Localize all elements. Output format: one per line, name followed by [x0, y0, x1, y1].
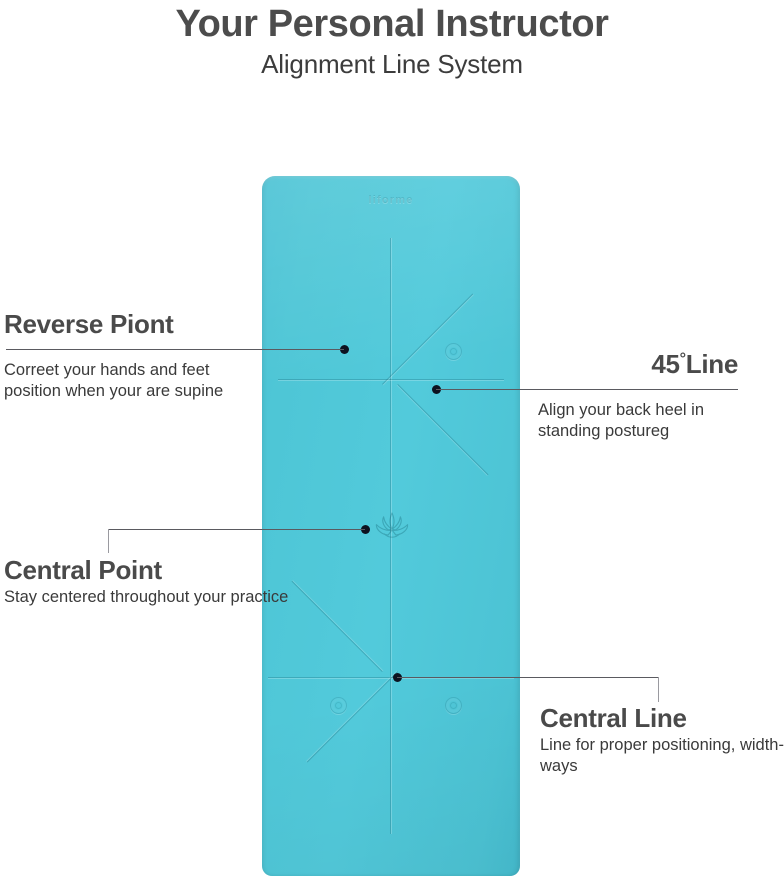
callout-reverse-point: Reverse Piont [4, 309, 254, 339]
callout-body-reverse-point: Correet your hands and feet position whe… [4, 361, 224, 400]
alignment-line-45-upper-right [397, 384, 489, 476]
alignment-line-45-lower-left [291, 580, 383, 672]
alignment-line-45-lower-right [306, 671, 398, 763]
alignment-ring-marker-lower-right [445, 697, 462, 714]
alignment-ring-marker-lower-left [330, 697, 347, 714]
leader-line-central-line [397, 677, 658, 678]
brand-watermark: liforme [368, 194, 414, 206]
page-title: Your Personal Instructor [175, 3, 609, 45]
alignment-line-vertical [390, 238, 391, 834]
callout-dot-central-point [360, 524, 370, 534]
callout-body-central-line: Line for proper positioning, width-ways [540, 736, 784, 775]
alignment-line-45-upper-left [382, 293, 474, 385]
alignment-line-horizontal-upper [278, 379, 504, 380]
callout-heading-45-line: 45°Line [488, 349, 738, 379]
callout-dot-reverse-point [339, 344, 349, 354]
leader-elbow-central-line [658, 677, 659, 702]
header: Your Personal Instructor Alignment Line … [0, 0, 784, 79]
leader-line-central-point [108, 529, 365, 530]
page-subtitle: Alignment Line System [261, 49, 523, 79]
leader-elbow-central-point [108, 529, 109, 553]
callout-body-wrap-45-line: Align your back heel in standing posture… [538, 397, 764, 442]
callout-heading-45-number: 45 [651, 349, 680, 379]
callout-central-line: Central Line Line for proper positioning… [540, 703, 784, 777]
callout-body-45-line: Align your back heel in standing posture… [538, 401, 705, 440]
lotus-icon [375, 512, 409, 538]
callout-heading-45-word: Line [685, 349, 739, 379]
degree-symbol-icon: ° [679, 350, 686, 368]
callout-body-wrap-reverse-point: Correet your hands and feet position whe… [4, 357, 244, 402]
alignment-line-central-horizontal [268, 677, 514, 678]
leader-line-45-line [436, 389, 738, 390]
callout-body-central-point: Stay centered throughout your practice [4, 588, 289, 606]
alignment-ring-marker-upper-right [445, 343, 462, 360]
callout-central-point: Central Point Stay centered throughout y… [4, 555, 304, 608]
callout-heading-reverse-point: Reverse Piont [4, 309, 174, 339]
callout-heading-central-line: Central Line [540, 703, 687, 733]
callout-45-line: 45°Line [488, 349, 738, 379]
callout-heading-central-point: Central Point [4, 555, 162, 585]
yoga-mat: liforme [262, 176, 520, 876]
leader-line-reverse-point [6, 349, 344, 350]
